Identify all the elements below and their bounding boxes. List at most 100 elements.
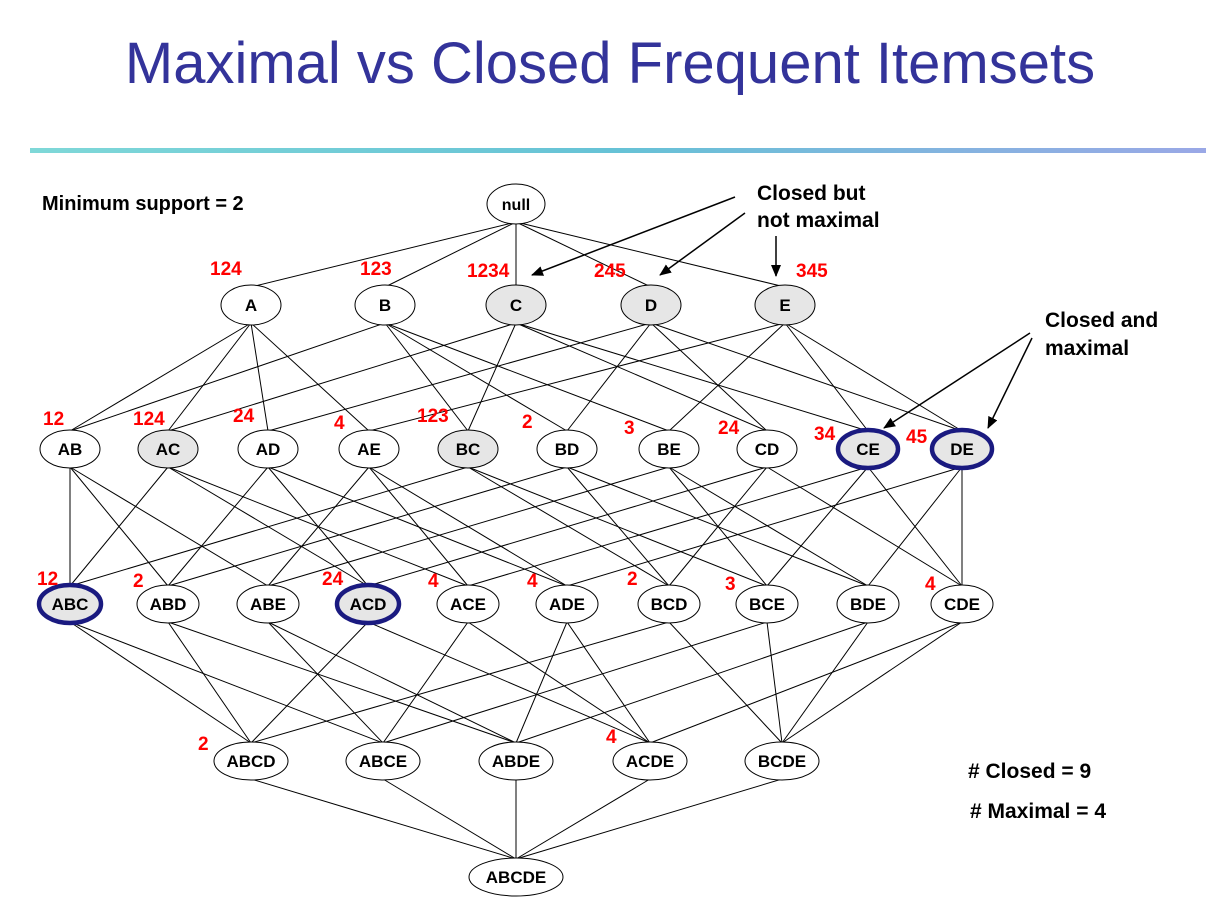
node-ellipse [236, 584, 300, 624]
edge-B-BE [384, 322, 670, 432]
itemset-node-ab: AB [39, 429, 101, 469]
edge-DE-BDE [867, 466, 963, 587]
node-ellipse [735, 584, 799, 624]
node-ellipse [929, 427, 995, 471]
itemset-node-ade: ADE [535, 584, 599, 624]
edge-AE-ABE [267, 466, 370, 587]
itemset-node-ac: AC [137, 429, 199, 469]
node-label: AD [256, 440, 281, 459]
node-ellipse [36, 582, 104, 626]
itemset-node-abde: ABDE [478, 741, 554, 781]
itemset-node-cde: CDE [930, 584, 994, 624]
tid-label-be: 3 [624, 418, 635, 439]
tid-label-abc: 12 [37, 569, 58, 590]
edge-BDE-BCDE [781, 621, 869, 744]
callout-closed-and-maximal-line2: maximal [1045, 337, 1129, 360]
tid-label-ade: 4 [527, 571, 538, 592]
edge-C-CD [515, 322, 768, 432]
node-ellipse [345, 741, 421, 781]
node-label: CE [856, 440, 880, 459]
node-label: ADE [549, 595, 585, 614]
edge-BE-BDE [668, 466, 869, 587]
edge-CD-ACD [367, 466, 768, 587]
edge-ABCD-ABCDE [250, 778, 517, 860]
itemset-node-bcde: BCDE [744, 741, 820, 781]
edge-ACD-ABCD [250, 621, 369, 744]
node-ellipse [468, 857, 564, 897]
edge-BCD-BCDE [668, 621, 783, 744]
node-label: B [379, 296, 391, 315]
edge-DE-ADE [566, 466, 963, 587]
itemset-node-d: D [620, 284, 682, 326]
edge-BE-ABE [267, 466, 670, 587]
arrow-to-C [531, 196, 736, 276]
node-ellipse [436, 584, 500, 624]
edge-A-AE [250, 322, 370, 432]
edge-B-BC [384, 322, 469, 432]
itemset-node-b: B [354, 284, 416, 326]
edge-BDE-ABDE [515, 621, 869, 744]
node-ellipse [478, 741, 554, 781]
node-ellipse [39, 429, 101, 469]
maximal-count: # Maximal = 4 [970, 800, 1106, 823]
tid-label-bcd: 2 [627, 569, 638, 590]
edge-ABD-ABCD [167, 621, 252, 744]
node-label: null [502, 197, 530, 214]
tid-label-ab: 12 [43, 409, 64, 430]
itemset-node-abce: ABCE [345, 741, 421, 781]
itemset-node-abcde: ABCDE [468, 857, 564, 897]
edge-ACD-ACDE [367, 621, 651, 744]
node-ellipse [485, 284, 547, 326]
tid-label-abd: 2 [133, 571, 144, 592]
edge-D-BD [566, 322, 652, 432]
node-ellipse [736, 429, 798, 469]
itemset-node-a: A [220, 284, 282, 326]
tid-label-ace: 4 [428, 571, 439, 592]
arrow-to-DE [987, 337, 1033, 429]
node-label: BCD [651, 595, 688, 614]
tid-label-cde: 4 [925, 574, 936, 595]
node-label: E [779, 296, 790, 315]
itemset-node-bcd: BCD [637, 584, 701, 624]
edge-BD-ABD [167, 466, 568, 587]
edge-E-DE [784, 322, 963, 432]
node-label: BC [456, 440, 481, 459]
edge-BCDE-ABCDE [515, 778, 783, 860]
edge-C-AC [167, 322, 517, 432]
edge-ADE-ACDE [566, 621, 651, 744]
edge-null-A [250, 221, 517, 288]
edge-E-AE [368, 322, 786, 432]
tid-label-c: 1234 [467, 261, 510, 282]
edge-CDE-ACDE [649, 621, 963, 744]
node-ellipse [638, 429, 700, 469]
node-label: ACD [350, 595, 387, 614]
node-ellipse [637, 584, 701, 624]
node-label: ABCDE [486, 868, 546, 887]
edge-C-CE [515, 322, 869, 432]
itemset-node-bce: BCE [735, 584, 799, 624]
edge-A-AB [69, 322, 252, 432]
node-label: BCE [749, 595, 785, 614]
edge-ACE-ACDE [467, 621, 651, 744]
edge-AC-ABC [69, 466, 169, 587]
edge-B-AB [69, 322, 386, 432]
node-ellipse [744, 741, 820, 781]
edge-ABCE-ABCDE [382, 778, 517, 860]
itemset-node-cd: CD [736, 429, 798, 469]
edge-A-AC [167, 322, 252, 432]
edge-B-BD [384, 322, 568, 432]
node-label: ABCD [226, 752, 275, 771]
edge-ACE-ABCE [382, 621, 469, 744]
callout-arrows [531, 196, 1033, 429]
edge-CE-BCE [766, 466, 869, 587]
tid-label-bd: 2 [522, 412, 533, 433]
node-ellipse [237, 429, 299, 469]
tid-label-d: 245 [594, 261, 626, 282]
node-label: ACE [450, 595, 486, 614]
tid-label-cd: 24 [718, 418, 740, 439]
edge-BCE-ABCE [382, 621, 768, 744]
itemset-node-de: DE [929, 427, 995, 471]
node-ellipse [354, 284, 416, 326]
min-support-label: Minimum support = 2 [42, 193, 244, 215]
